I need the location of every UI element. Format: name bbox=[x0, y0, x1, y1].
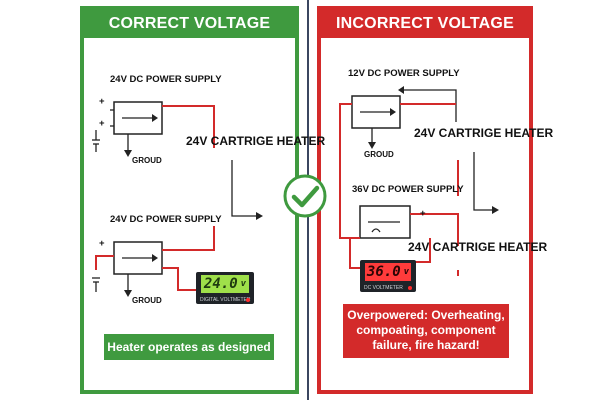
check-badge bbox=[283, 174, 327, 218]
arrow-icon bbox=[152, 254, 158, 262]
left-plus-top-2: + bbox=[99, 118, 105, 129]
left-output-arrow-icon bbox=[256, 212, 263, 220]
right-output-arrow-icon bbox=[492, 206, 499, 214]
arrow-icon bbox=[152, 114, 158, 122]
left-ground-bottom-label: GROUD bbox=[132, 296, 162, 305]
right-supply-bottom-label: 36V DC POWER SUPPLY bbox=[352, 184, 464, 195]
left-voltmeter-led bbox=[246, 298, 250, 302]
correct-voltage-title: CORRECT VOLTAGE bbox=[84, 10, 295, 38]
left-wire-top bbox=[162, 105, 215, 148]
right-voltmeter: 36.0 v DC VOLTMETER bbox=[360, 260, 416, 292]
right-voltmeter-screen: 36.0 v bbox=[365, 263, 411, 281]
ground-icon bbox=[124, 290, 132, 297]
right-voltmeter-led bbox=[408, 286, 412, 290]
right-voltmeter-reading: 36.0 bbox=[366, 264, 401, 280]
left-ground-top-label: GROUD bbox=[132, 156, 162, 165]
arrow-icon bbox=[390, 108, 396, 116]
right-supply-top-label: 12V DC POWER SUPPLY bbox=[348, 68, 460, 79]
check-icon bbox=[291, 185, 320, 208]
incorrect-voltage-title: INCORRECT VOLTAGE bbox=[321, 10, 529, 38]
incorrect-result-callout: Overpowered: Overheating, compoating, co… bbox=[343, 304, 509, 358]
left-heater-label: 24V CARTRIGE HEATER bbox=[186, 134, 326, 148]
right-plus: + bbox=[420, 208, 426, 219]
right-heater-top-label: 24V CARTRIGE HEATER bbox=[414, 126, 554, 140]
ground-icon bbox=[124, 150, 132, 157]
left-supply-top-label: 24V DC POWER SUPPLY bbox=[110, 74, 222, 85]
correct-voltage-panel: CORRECT VOLTAGE bbox=[80, 6, 299, 394]
left-plus-bottom: + bbox=[99, 238, 105, 249]
left-voltmeter-reading: 24.0 bbox=[203, 276, 238, 292]
right-voltmeter-brand: DC VOLTMETER bbox=[364, 285, 403, 291]
right-voltmeter-unit: v bbox=[403, 267, 410, 277]
right-heater-bottom-label: 24V CARTRIGE HEATER bbox=[408, 240, 548, 254]
left-voltmeter-brand: DIGITAL VOLTMETER bbox=[200, 297, 251, 303]
left-voltmeter: 24.0 v DIGITAL VOLTMETER bbox=[196, 272, 254, 304]
correct-result-callout: Heater operates as designed bbox=[104, 334, 274, 360]
left-supply-bottom-label: 24V DC POWER SUPPLY bbox=[110, 214, 222, 225]
left-voltmeter-unit: v bbox=[240, 279, 247, 289]
left-voltmeter-screen: 24.0 v bbox=[201, 275, 249, 293]
ground-icon bbox=[368, 142, 376, 149]
right-ground-label: GROUD bbox=[364, 150, 394, 159]
left-plus-top: + bbox=[99, 96, 105, 107]
